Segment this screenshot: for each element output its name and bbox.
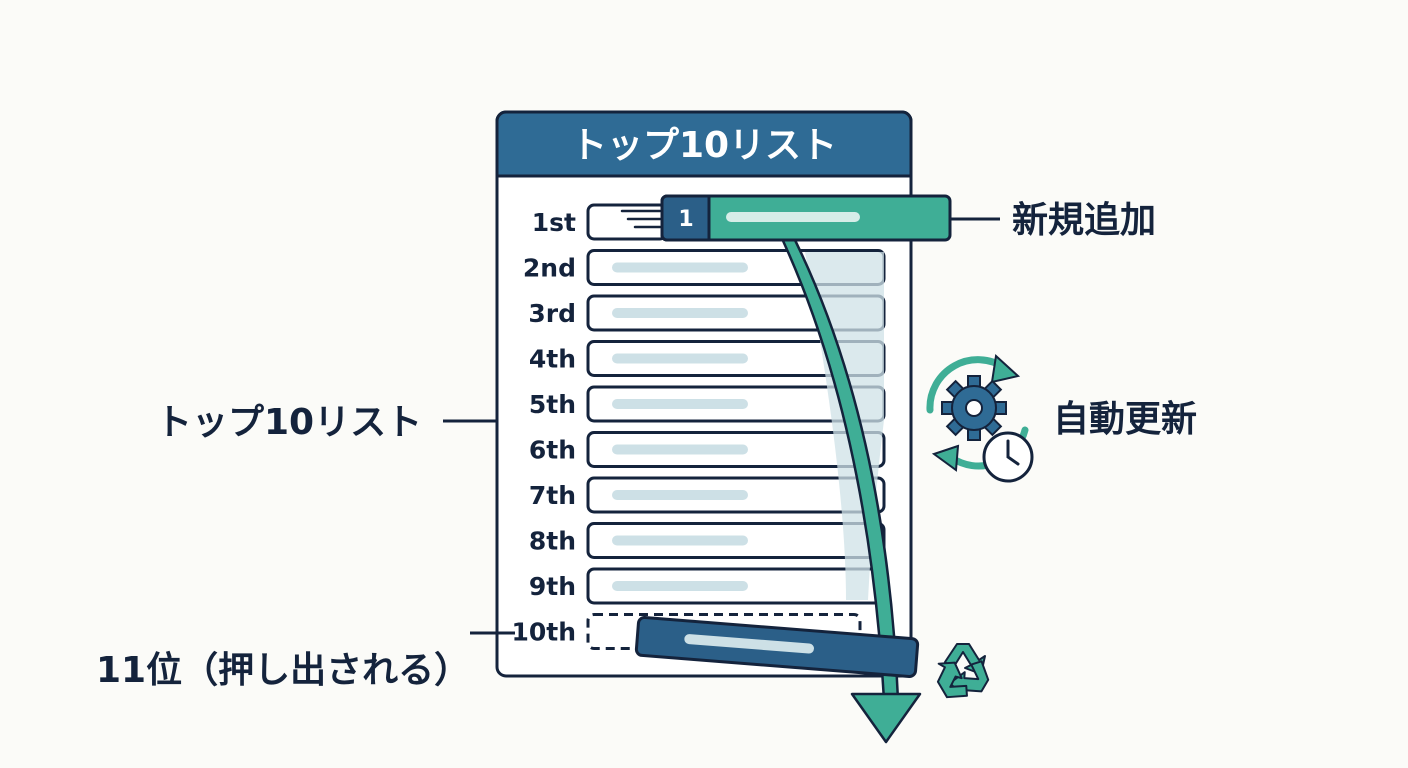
callout-lines bbox=[443, 217, 1000, 635]
rank-label-4: 4th bbox=[529, 345, 576, 374]
pushed-out-label: 11位（押し出される） bbox=[96, 650, 470, 691]
gear-icon bbox=[941, 375, 1007, 441]
rank-label-9: 9th bbox=[529, 572, 576, 601]
row-placeholder-9 bbox=[612, 581, 748, 591]
speed-lines-icon bbox=[620, 209, 662, 229]
new-entry-bar: 1 bbox=[660, 194, 952, 242]
row-placeholder-3 bbox=[612, 308, 748, 318]
pushed-out-bar bbox=[634, 616, 920, 678]
row-placeholder-2 bbox=[612, 262, 748, 273]
row-placeholder-7 bbox=[612, 490, 748, 500]
list-header bbox=[495, 110, 913, 178]
new-entry-rank: 1 bbox=[678, 207, 693, 232]
row-placeholder-4 bbox=[612, 353, 748, 364]
rank-label-2: 2nd bbox=[523, 254, 576, 283]
list-title: トップ10リスト bbox=[571, 125, 837, 166]
rank-label-5: 5th bbox=[529, 390, 576, 419]
rank-label-7: 7th bbox=[529, 481, 576, 510]
new-entry-placeholder bbox=[726, 212, 860, 222]
rank-labels: 1st 2nd 3rd 4th 5th 6th 7th 8th 9th 10th bbox=[511, 208, 576, 647]
row-placeholder-5 bbox=[612, 399, 748, 409]
rank-label-1: 1st bbox=[532, 208, 576, 237]
recycle-icon bbox=[936, 643, 990, 699]
rank-label-8: 8th bbox=[529, 527, 576, 556]
new-entry-badge bbox=[660, 194, 711, 242]
list-label: トップ10リスト bbox=[156, 402, 422, 443]
new-entry-label: 新規追加 bbox=[1012, 200, 1156, 241]
row-placeholder-8 bbox=[612, 535, 748, 546]
auto-update-label: 自動更新 bbox=[1053, 399, 1197, 440]
rank-label-3: 3rd bbox=[528, 299, 576, 328]
row-placeholder-6 bbox=[612, 444, 748, 455]
gear-refresh-clock-icon bbox=[926, 354, 1034, 483]
rank-label-10: 10th bbox=[511, 618, 576, 647]
rank-label-6: 6th bbox=[529, 436, 576, 465]
